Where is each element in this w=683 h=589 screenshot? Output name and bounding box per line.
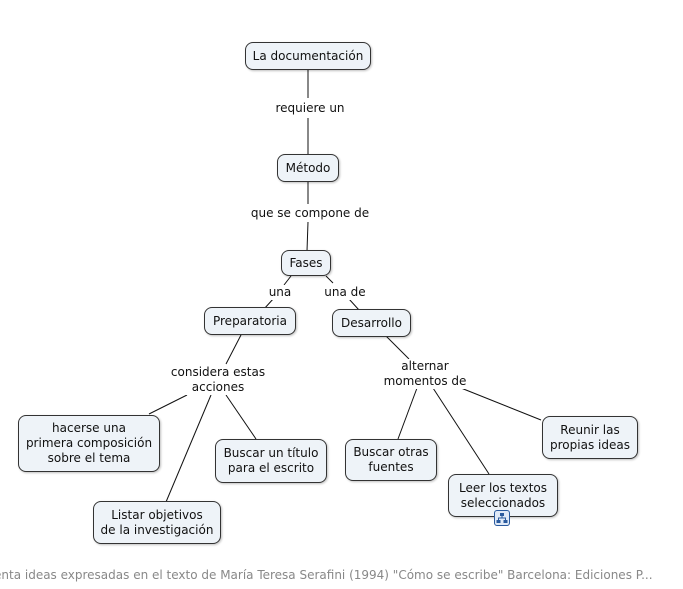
node-buscar-otras-fuentes[interactable]: Buscar otras fuentes — [345, 439, 437, 481]
link-label-considera-estas-acciones: considera estas acciones — [162, 365, 274, 395]
node-fases[interactable]: Fases — [281, 250, 331, 276]
source-caption: enta ideas expresadas en el texto de Mar… — [0, 568, 653, 582]
node-hacerse-una-primera-composicion[interactable]: hacerse una primera composición sobre el… — [18, 415, 160, 472]
link-label-una: una — [262, 285, 298, 300]
node-buscar-un-titulo[interactable]: Buscar un título para el escrito — [215, 439, 327, 483]
node-desarrollo[interactable]: Desarrollo — [332, 309, 411, 337]
node-listar-objetivos[interactable]: Listar objetivos de la investigación — [93, 501, 221, 544]
link-label-alternar-momentos-de: alternar momentos de — [376, 359, 474, 389]
node-leer-los-textos[interactable]: Leer los textos seleccionados — [448, 474, 558, 517]
node-la-documentacion[interactable]: La documentación — [245, 42, 371, 70]
link-label-una-de: una de — [319, 285, 371, 300]
node-preparatoria[interactable]: Preparatoria — [204, 307, 296, 335]
concept-map-resource-icon[interactable] — [494, 510, 510, 526]
node-metodo[interactable]: Método — [277, 154, 339, 182]
node-reunir-las-propias-ideas[interactable]: Reunir las propias ideas — [542, 416, 638, 459]
link-label-que-se-compone-de: que se compone de — [246, 206, 374, 221]
link-label-requiere-un: requiere un — [270, 101, 350, 116]
